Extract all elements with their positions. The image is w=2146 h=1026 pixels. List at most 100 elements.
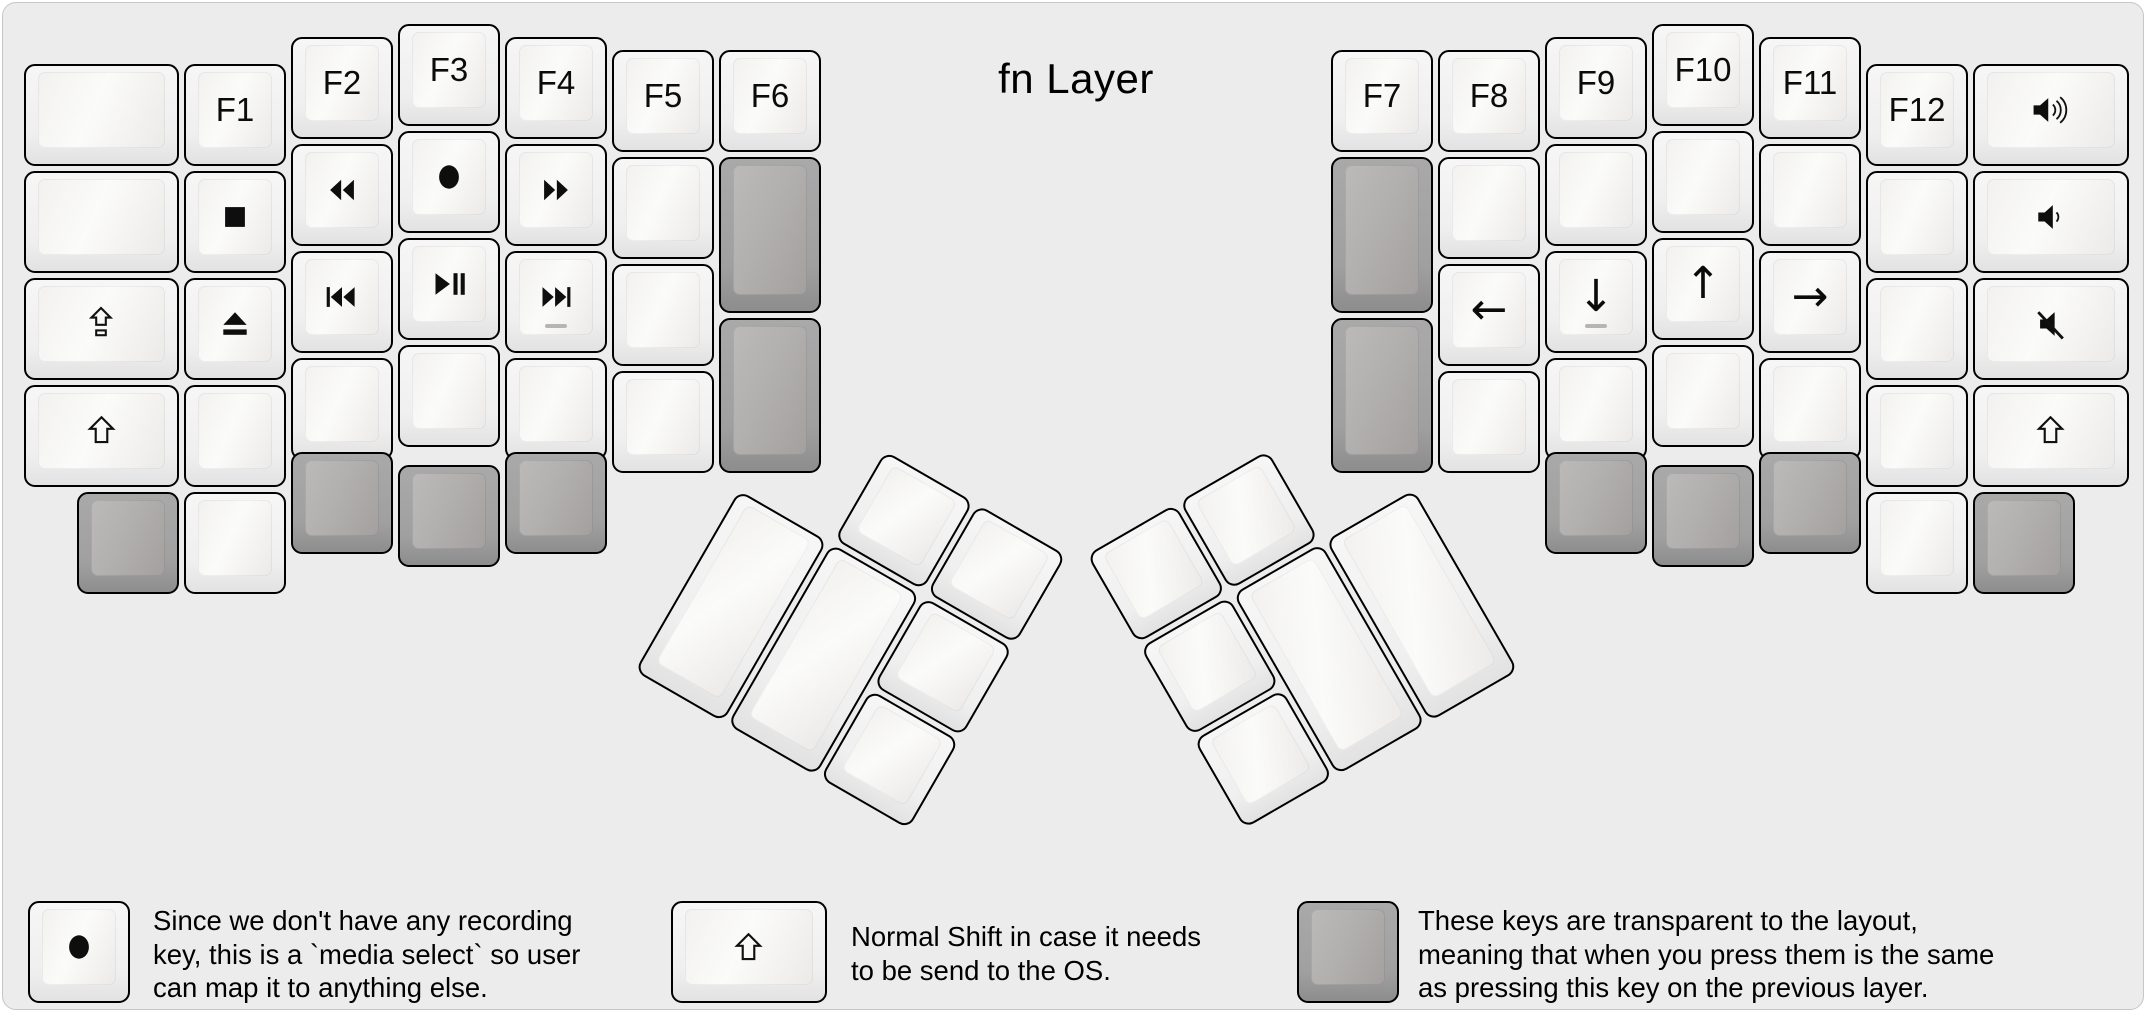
- f12-key[interactable]: F12: [1866, 63, 1968, 166]
- keycap-surface: F6: [733, 58, 807, 135]
- keycap-surface: [37, 392, 165, 469]
- next-track-icon: [535, 279, 577, 315]
- blank-key[interactable]: [1545, 357, 1647, 460]
- blank-key[interactable]: [1759, 143, 1861, 246]
- keycap-surface: [1773, 459, 1847, 536]
- keycap-surface: [1880, 178, 1954, 255]
- transparent-key[interactable]: [505, 451, 607, 554]
- legend-line: meaning that when you press them is the …: [1418, 938, 1995, 970]
- caps-lock-key[interactable]: [23, 277, 179, 380]
- blank-key[interactable]: [1866, 384, 1968, 487]
- transparent-key[interactable]: [719, 317, 821, 474]
- transparent-key[interactable]: [1331, 157, 1433, 313]
- fast-forward-key[interactable]: [505, 143, 607, 246]
- transparent-key[interactable]: [398, 464, 500, 567]
- rewind-key[interactable]: [291, 143, 393, 246]
- f8-key[interactable]: F8: [1438, 50, 1540, 153]
- key-label: F4: [536, 63, 576, 101]
- key-label: F11: [1782, 63, 1838, 101]
- keycap-surface: [412, 472, 486, 549]
- transparent-key[interactable]: [1545, 451, 1647, 554]
- keycap-surface: [519, 459, 593, 536]
- f10-key[interactable]: F10: [1652, 23, 1754, 126]
- transparent-key[interactable]: [1973, 491, 2075, 594]
- f6-key[interactable]: F6: [719, 50, 821, 153]
- blank-key[interactable]: [1866, 277, 1968, 380]
- blank-key[interactable]: [1866, 491, 1968, 594]
- keycap-surface: F5: [626, 58, 700, 135]
- f1-key[interactable]: F1: [184, 63, 286, 166]
- transparent-key[interactable]: [1331, 317, 1433, 474]
- keycap-surface: [1880, 285, 1954, 362]
- transparent-key[interactable]: [1759, 451, 1861, 554]
- blank-key[interactable]: [612, 371, 714, 474]
- blank-key[interactable]: [1438, 371, 1540, 474]
- shift-icon: [85, 413, 118, 448]
- stop-key[interactable]: [184, 170, 286, 273]
- blank-key[interactable]: [1545, 143, 1647, 246]
- key-label: F7: [1362, 77, 1402, 115]
- keycap-surface: [1987, 178, 2115, 255]
- keycap-surface: [1311, 909, 1385, 985]
- arrow-down-key-glyph: ↓: [1577, 270, 1615, 322]
- arrow-up-key[interactable]: ↑: [1652, 237, 1754, 340]
- blank-key[interactable]: [505, 357, 607, 460]
- keycap-surface: [1987, 499, 2061, 576]
- stop-icon: [217, 199, 253, 235]
- blank-key[interactable]: [612, 157, 714, 260]
- transparent-key[interactable]: [719, 157, 821, 313]
- blank-key[interactable]: [23, 63, 179, 166]
- blank-key[interactable]: [184, 491, 286, 594]
- f4-key[interactable]: F4: [505, 36, 607, 139]
- keycap-surface: [1194, 464, 1297, 567]
- legend-line: to be send to the OS.: [851, 954, 1111, 986]
- blank-key[interactable]: [1866, 170, 1968, 273]
- blank-key: [671, 901, 827, 1003]
- blank-key[interactable]: [612, 264, 714, 367]
- shift-right-key[interactable]: [1973, 384, 2129, 487]
- transparent-key[interactable]: [291, 451, 393, 554]
- blank-key[interactable]: [23, 170, 179, 273]
- play-pause-key[interactable]: [398, 237, 500, 340]
- keycap-surface: [412, 352, 486, 429]
- blank-key[interactable]: [291, 357, 393, 460]
- f5-key[interactable]: F5: [612, 50, 714, 153]
- volume-mute-key[interactable]: [1973, 277, 2129, 380]
- key-label: F8: [1469, 77, 1509, 115]
- blank-key[interactable]: [184, 384, 286, 487]
- transparent-key[interactable]: [77, 491, 179, 594]
- keycap-surface: [1880, 499, 1954, 576]
- keycap-surface: [1773, 151, 1847, 228]
- f7-key[interactable]: F7: [1331, 50, 1433, 153]
- blank-key[interactable]: [1652, 344, 1754, 447]
- keycap-surface: [626, 272, 700, 349]
- legend-transparent-text: These keys are transparent to the layout…: [1418, 904, 1994, 1005]
- keycap-surface: [1155, 610, 1258, 714]
- keycap-surface: F12: [1880, 71, 1954, 148]
- arrow-down-key[interactable]: ↓: [1545, 250, 1647, 353]
- arrow-right-key[interactable]: →: [1759, 250, 1861, 353]
- shift-left-key[interactable]: [23, 384, 179, 487]
- blank-key[interactable]: [1652, 130, 1754, 233]
- volume-down-key[interactable]: [1973, 170, 2129, 273]
- prev-track-key[interactable]: [291, 250, 393, 353]
- eject-key[interactable]: [184, 277, 286, 380]
- record-key[interactable]: [398, 130, 500, 233]
- f9-key[interactable]: F9: [1545, 36, 1647, 139]
- transparent-key[interactable]: [1652, 464, 1754, 567]
- keycap-surface: [305, 459, 379, 536]
- f2-key[interactable]: F2: [291, 36, 393, 139]
- arrow-left-key[interactable]: ←: [1438, 264, 1540, 367]
- f3-key[interactable]: F3: [398, 23, 500, 126]
- blank-key[interactable]: [1438, 157, 1540, 260]
- keycap-surface: F11: [1773, 44, 1847, 121]
- volume-up-key[interactable]: [1973, 63, 2129, 166]
- keycap-surface: [305, 151, 379, 228]
- blank-key[interactable]: [1759, 357, 1861, 460]
- blank-key[interactable]: [398, 344, 500, 447]
- key-label: F3: [429, 50, 469, 88]
- f11-key[interactable]: F11: [1759, 36, 1861, 139]
- keycap-surface: →: [1773, 258, 1847, 335]
- next-track-key[interactable]: [505, 250, 607, 353]
